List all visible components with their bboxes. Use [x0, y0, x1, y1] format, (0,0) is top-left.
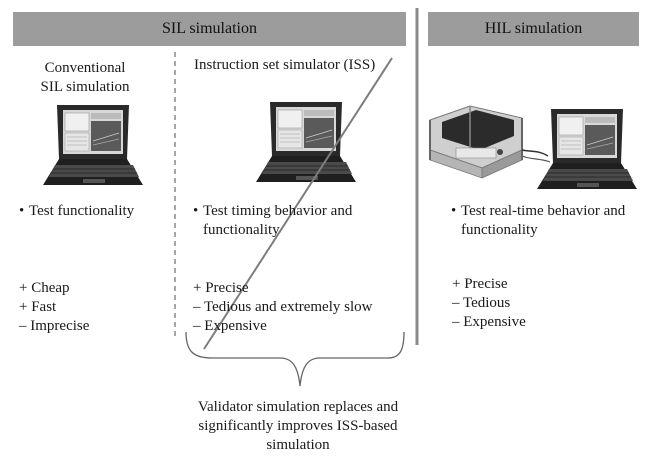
iss-bullet-line2: functionality — [203, 222, 280, 238]
prop-item: – Expensive — [193, 318, 267, 334]
hil-bullet-line1: Test real-time behavior and — [461, 203, 626, 219]
laptop-icon — [255, 101, 357, 183]
strike-through-line — [203, 57, 393, 350]
conventional-bullet-text: Test functionality — [29, 203, 135, 219]
prop-item: + Fast — [19, 299, 57, 315]
conventional-title-line1: Conventional — [44, 60, 126, 76]
hil-test-rig-icon — [429, 105, 551, 179]
prop-item: + Precise — [452, 276, 508, 292]
prop-item: + Precise — [193, 280, 249, 296]
prop-item: + Cheap — [19, 280, 70, 296]
bullet-dot: • — [193, 203, 199, 219]
iss-bullet-line1: Test timing behavior and — [203, 203, 353, 219]
prop-item: – Tedious — [452, 295, 511, 311]
conventional-props: + Cheap + Fast – Imprecise — [19, 279, 169, 336]
hil-props: + Precise – Tedious – Expensive — [452, 275, 642, 332]
caption-line: Validator simulation replaces and — [197, 399, 399, 415]
hil-bullet-line2: functionality — [461, 222, 538, 238]
brace-caption: Validator simulation replaces and signif… — [160, 398, 436, 455]
conventional-title: Conventional SIL simulation — [20, 59, 150, 97]
sil-header: SIL simulation — [13, 12, 406, 46]
laptop-icon — [42, 104, 144, 186]
iss-bullet: •Test timing behavior and functionality — [193, 202, 413, 240]
laptop-icon — [536, 108, 638, 190]
sil-header-label: SIL simulation — [162, 20, 257, 37]
caption-line: significantly improves ISS-based — [198, 418, 398, 434]
bullet-dot: • — [19, 203, 25, 219]
caption-line: simulation — [266, 437, 330, 453]
hil-header: HIL simulation — [428, 12, 639, 46]
iss-title: Instruction set simulator (ISS) — [194, 57, 376, 73]
hil-bullet: •Test real-time behavior and functionali… — [451, 202, 646, 240]
curly-brace — [185, 331, 405, 387]
prop-item: – Imprecise — [19, 318, 90, 334]
iss-props: + Precise – Tedious and extremely slow –… — [193, 279, 413, 336]
conventional-bullet: •Test functionality — [19, 202, 169, 221]
prop-item: – Tedious and extremely slow — [193, 299, 373, 315]
hil-header-label: HIL simulation — [484, 20, 583, 37]
bullet-dot: • — [451, 203, 457, 219]
prop-item: – Expensive — [452, 314, 526, 330]
conventional-title-line2: SIL simulation — [40, 79, 130, 95]
